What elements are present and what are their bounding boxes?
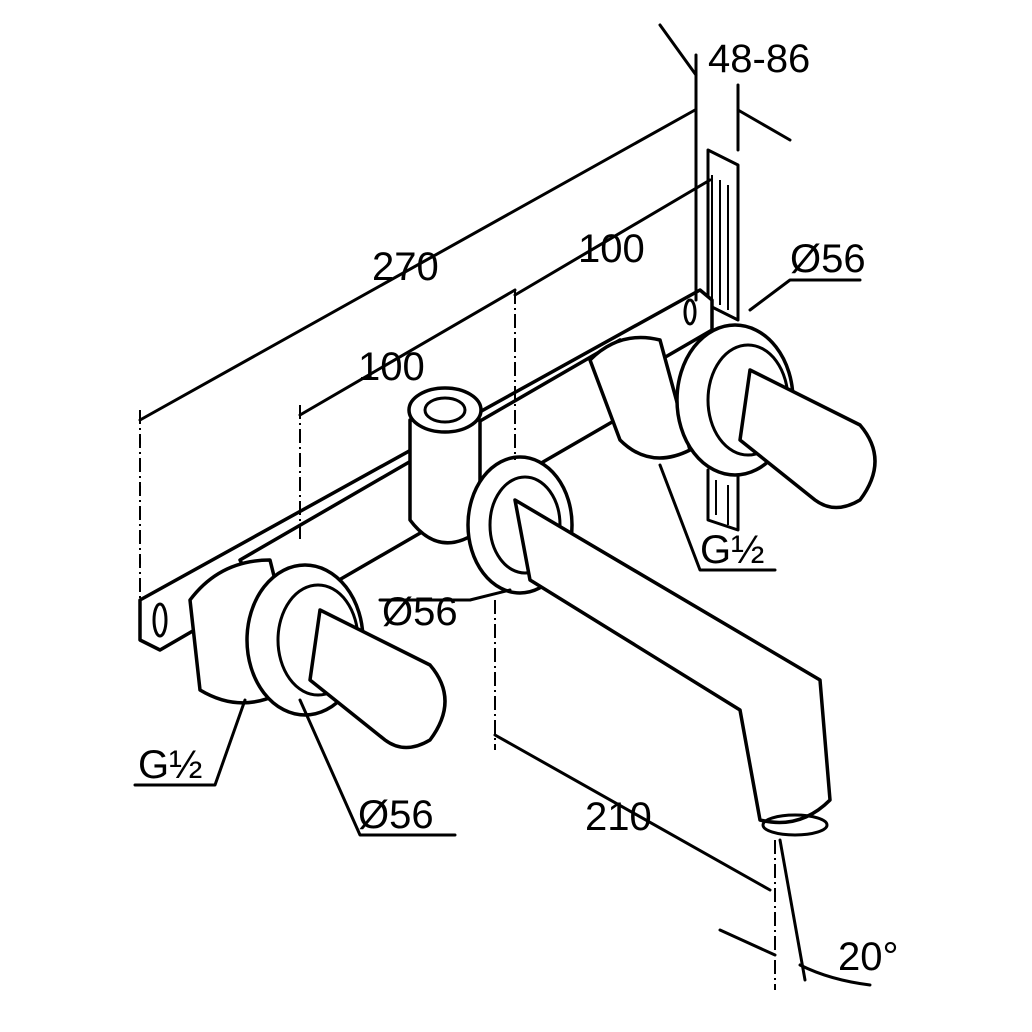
left-handle bbox=[245, 563, 447, 750]
label-spout-projection: 210 bbox=[585, 795, 652, 839]
label-spout-angle: 20° bbox=[838, 935, 899, 979]
label-diameter-left: Ø56 bbox=[358, 793, 434, 837]
label-thread-right: G½ bbox=[700, 528, 764, 572]
spout bbox=[466, 455, 832, 837]
label-diameter-spout: Ø56 bbox=[382, 590, 458, 634]
label-spacing-right: 100 bbox=[578, 227, 645, 271]
wall-section bbox=[706, 148, 740, 532]
label-thread-left: G½ bbox=[138, 743, 202, 787]
label-total-width: 270 bbox=[372, 245, 439, 289]
label-diameter-right: Ø56 bbox=[790, 237, 866, 281]
label-spacing-left: 100 bbox=[358, 345, 425, 389]
right-handle bbox=[675, 323, 877, 510]
label-wall-thickness: 48-86 bbox=[708, 37, 810, 81]
dimension-lines bbox=[133, 23, 872, 990]
